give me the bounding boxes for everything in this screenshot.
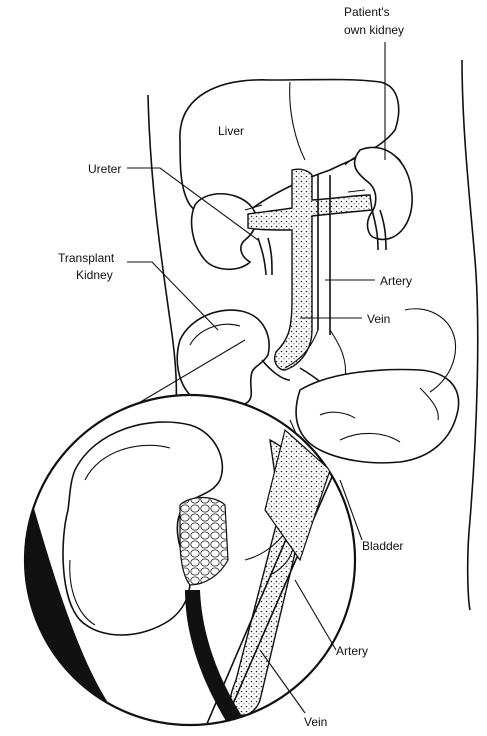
body-outline-right bbox=[462, 60, 478, 610]
patients-ureter-left bbox=[258, 238, 272, 275]
label-vein-lower: Vein bbox=[304, 715, 327, 729]
label-patients-kidney-line2: own kidney bbox=[344, 23, 404, 37]
bladder bbox=[296, 370, 459, 463]
label-liver: Liver bbox=[218, 124, 244, 138]
body-outline-left bbox=[148, 95, 176, 420]
label-ureter: Ureter bbox=[88, 162, 121, 176]
magnified-inset bbox=[0, 395, 355, 731]
label-bladder: Bladder bbox=[362, 539, 403, 553]
label-transplant-kidney-line2: Kidney bbox=[76, 268, 113, 282]
label-artery-lower: Artery bbox=[336, 644, 368, 658]
label-transplant-kidney-line1: Transplant bbox=[58, 251, 115, 265]
label-artery-upper: Artery bbox=[380, 274, 412, 288]
label-patients-kidney-line1: Patient's bbox=[344, 5, 390, 19]
label-vein-upper: Vein bbox=[367, 312, 390, 326]
